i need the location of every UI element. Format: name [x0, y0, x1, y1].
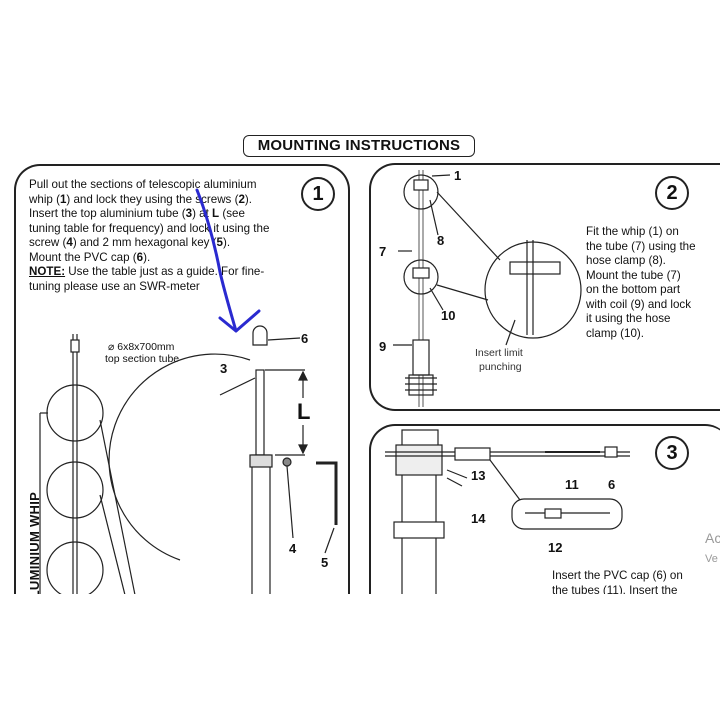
- step-1-number: 1: [301, 177, 335, 211]
- step-2-line: on the bottom part: [586, 283, 681, 296]
- detail-circle-icon: [46, 384, 104, 442]
- step-2-line: it using the hose: [586, 312, 671, 325]
- step-3-panel: [369, 424, 720, 656]
- part-label-7: 7: [379, 244, 387, 259]
- detail-circle-icon: [46, 461, 104, 519]
- detail-box-icon: [511, 498, 623, 530]
- part-label-8: 8: [437, 233, 445, 248]
- blank-area: [0, 594, 720, 720]
- part-label-1: 1: [454, 168, 462, 183]
- part-label-11: 11: [565, 477, 579, 492]
- part-label-10: 10: [441, 308, 456, 323]
- part-label-6: 6: [608, 477, 616, 492]
- top-tube-icon: [255, 369, 265, 456]
- step-2-panel: [369, 163, 720, 411]
- step-2-line: Fit the whip (1) on: [586, 225, 679, 238]
- insert-note: punching: [479, 361, 522, 373]
- coil-icon: [412, 339, 430, 376]
- part-label-6: 6: [301, 331, 309, 346]
- hose-clamp-icon: [509, 261, 561, 275]
- detail-circle-icon: [403, 174, 439, 210]
- part-label-9: 9: [379, 339, 387, 354]
- annotation-arrow-icon: [195, 188, 261, 333]
- pvc-cap-icon: [252, 325, 268, 346]
- part-label-5: 5: [321, 555, 329, 570]
- detail-circle-icon: [46, 541, 104, 599]
- watermark-text: Ac: [705, 530, 720, 546]
- lower-tube-icon: [251, 454, 271, 596]
- step-2-line: with coil (9) and lock: [586, 297, 692, 311]
- length-label-L: L: [297, 399, 311, 424]
- step-1-note: tuning please use an SWR-meter: [29, 279, 200, 293]
- whip-tip-icon: [70, 339, 80, 353]
- step-1-note: NOTE: Use the table just as a guide. For…: [29, 265, 265, 278]
- step-3-line: the tubes (11). Insert the: [552, 583, 678, 597]
- step-1-line: Mount the PVC cap (6).: [29, 250, 151, 264]
- tube-spec-label: ⌀ 6x8x700mm: [108, 341, 175, 353]
- step-1-line: screw (4) and 2 mm hexagonal key (5).: [29, 236, 231, 249]
- detail-circle-icon: [403, 259, 439, 295]
- zoom-circle-icon: [108, 353, 251, 561]
- step-2-line: hose clamp (8).: [586, 254, 666, 267]
- part-label-3: 3: [220, 361, 228, 376]
- step-1-line: whip (1) and lock they using the screws …: [29, 192, 252, 206]
- step-1-panel: [14, 164, 350, 636]
- connector-icon: [454, 447, 491, 461]
- step-2-line: the tube (7) using the: [586, 239, 696, 253]
- step-2-line: Mount the tube (7): [586, 268, 681, 282]
- part-label-14: 14: [471, 511, 486, 526]
- hex-key-icon: [316, 461, 338, 525]
- cap-icon: [604, 446, 618, 458]
- tube-desc-label: top section tube: [105, 353, 180, 365]
- step-1-line: Pull out the sections of telescopic alum…: [29, 178, 257, 191]
- step-2-text: Fit the whip (1) on the tube (7) using t…: [586, 225, 698, 341]
- step-1-line: Insert the top aluminium tube (3) at L (…: [29, 207, 245, 220]
- part-label-4: 4: [289, 541, 297, 556]
- part-label-13: 13: [471, 468, 486, 483]
- watermark-text: Ve: [705, 553, 718, 565]
- screw-icon: [282, 457, 292, 467]
- page-title: MOUNTING INSTRUCTIONS: [243, 135, 475, 157]
- step-2-number: 2: [655, 176, 689, 210]
- insert-note: Insert limit: [475, 347, 523, 359]
- step-2-line: clamp (10).: [586, 326, 644, 340]
- part-label-12: 12: [548, 540, 563, 555]
- clamp-icon: [393, 521, 445, 539]
- step-3-line: Insert the PVC cap (6) on: [552, 569, 683, 582]
- clamp-icon: [249, 454, 273, 468]
- step-3-number: 3: [655, 436, 689, 470]
- step-3-text: Insert the PVC cap (6) on the tubes (11)…: [552, 569, 702, 598]
- bracket-icon: [395, 444, 443, 476]
